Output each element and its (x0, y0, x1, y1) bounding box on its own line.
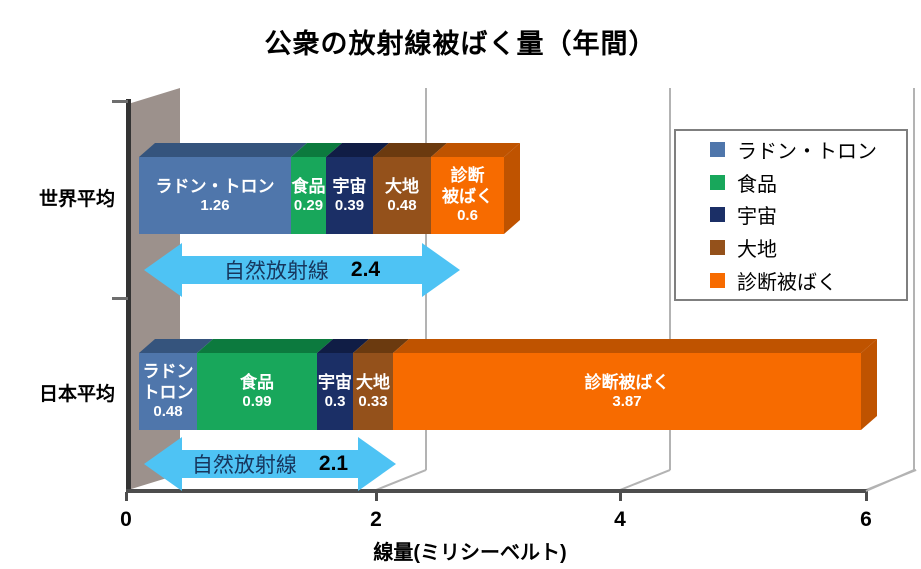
bar-segment-top-ラドン・トロン (139, 143, 307, 157)
x-tick-mark (375, 492, 378, 501)
arrow-value: 2.4 (350, 258, 381, 281)
bar-segment-top-ラドン・トロン (139, 339, 213, 353)
bar-segment-value: 0.48 (153, 403, 183, 421)
bar-segment-top-食品 (291, 143, 342, 157)
bar-segment-value: 0.39 (334, 196, 365, 214)
legend-item-label: 大地 (737, 239, 777, 262)
bar-segment-label-line: 被ばく (442, 187, 493, 207)
legend-item: 診断被ばく (710, 266, 906, 295)
y-axis-tick (112, 297, 128, 300)
bar-segment-label-line: 診断 (450, 165, 485, 185)
chart-title: 公衆の放射線被ばく量（年間） (264, 29, 657, 59)
bar-segment-label-line: 宇宙 (332, 176, 367, 196)
category-label-world: 世界平均 (38, 189, 115, 210)
bar-segment-label-line: ラドン (142, 361, 194, 381)
legend-item: 宇宙 (710, 200, 906, 229)
gridline (913, 88, 915, 470)
y-axis-tick (112, 100, 128, 103)
legend-swatch-icon (710, 174, 725, 190)
bar-segment-label-line: 診断被ばく (584, 372, 670, 392)
arrow-label: 自然放射線 (191, 454, 297, 477)
legend-item-label: ラドン・トロン (737, 140, 877, 163)
legend-item-label: 食品 (737, 173, 777, 196)
floor-corner-line (865, 468, 915, 492)
natural-radiation-arrow-world: 自然放射線 2.4 (144, 243, 460, 297)
x-tick-mark (865, 492, 868, 501)
bar-segment-label-line: ラドン・トロン (155, 176, 275, 196)
bar-segment-label-line: 大地 (356, 372, 390, 392)
arrow-value: 2.1 (318, 452, 349, 475)
x-tick-label: 6 (860, 508, 872, 531)
bar-segment-top-食品 (197, 339, 333, 353)
bar-segment-value: 0.29 (293, 196, 324, 214)
x-tick-mark (125, 492, 128, 501)
bar-segment-label-line: トロン (142, 383, 194, 403)
x-axis-line (126, 489, 868, 493)
bar-segment-top-宇宙 (326, 143, 389, 157)
legend-swatch-icon (710, 240, 725, 256)
bar-segment-top-大地 (353, 339, 409, 353)
bar-segment-top-診断被ばく (393, 339, 877, 353)
bar-segment-top-宇宙 (317, 339, 369, 353)
y-axis-line (126, 99, 131, 492)
category-label-japan: 日本平均 (38, 384, 115, 405)
bar-segment-value: 1.26 (200, 196, 230, 214)
legend-item-label: 宇宙 (737, 206, 777, 229)
legend: ラドン・トロン食品宇宙大地診断被ばく (674, 129, 908, 301)
legend-swatch-icon (710, 141, 725, 157)
bar-segment-label-line: 大地 (385, 176, 419, 196)
bar-segment-label-line: 宇宙 (318, 372, 352, 392)
gridline (669, 88, 671, 470)
legend-item: 大地 (710, 233, 906, 262)
bar-segment-value: 0.3 (324, 392, 346, 410)
bar-segment-top-大地 (373, 143, 447, 157)
x-tick-label: 4 (614, 508, 626, 531)
floor-gridline (619, 469, 671, 491)
bar-segment-label-line: 食品 (291, 176, 326, 196)
legend-item: ラドン・トロン (710, 135, 906, 164)
bar-segment-label-line: 食品 (240, 372, 274, 392)
x-axis-title: 線量(ミリシーベルト) (373, 542, 567, 564)
bar-segment-value: 0.99 (242, 392, 272, 410)
x-tick-label: 0 (120, 508, 132, 531)
bar-segment-value: 0.33 (358, 392, 388, 410)
x-tick-mark (619, 492, 622, 501)
bar-segment-top-診断被ばく (431, 143, 520, 157)
bar-segment-value: 0.6 (457, 207, 478, 225)
legend-item-label: 診断被ばく (737, 272, 837, 295)
x-tick-label: 2 (370, 508, 382, 531)
natural-radiation-arrow-japan: 自然放射線 2.1 (144, 437, 396, 491)
bar-segment-side-診断被ばく (861, 339, 877, 430)
legend-swatch-icon (710, 273, 725, 289)
arrow-label: 自然放射線 (223, 260, 329, 283)
bar-segment-value: 3.87 (612, 392, 642, 410)
legend-item: 食品 (710, 168, 906, 197)
bar-segment-side-診断被ばく (504, 143, 520, 234)
legend-swatch-icon (710, 207, 725, 223)
bar-segment-value: 0.48 (387, 196, 417, 214)
